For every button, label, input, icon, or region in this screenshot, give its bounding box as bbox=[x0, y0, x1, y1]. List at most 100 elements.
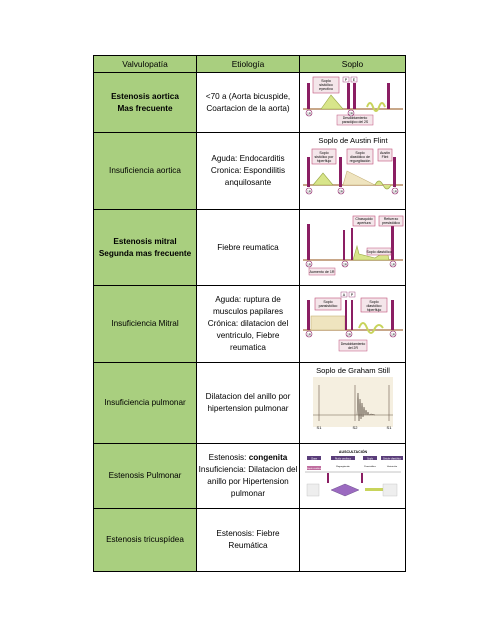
soplo-label: Soplo diastólico bbox=[366, 250, 391, 254]
row-etiology: Dilatacion del anillo por hipertension p… bbox=[196, 362, 300, 444]
tick-label: S1 bbox=[316, 425, 322, 430]
etiology-line: Reumática bbox=[228, 541, 268, 550]
etiology-line: Insuficiencia: Dilatacion del bbox=[198, 465, 298, 474]
box-text: Soplo bbox=[321, 79, 331, 83]
insuficiencia-aortica-murmur-diagram: Soplo de Austin Flint Soplo sistólico po… bbox=[302, 136, 403, 195]
etiology-line: Cronica: Espondilitis bbox=[210, 166, 286, 175]
table-row: Insuficiencia aortica Aguda: Endocarditi… bbox=[93, 132, 406, 210]
table-row: Estenosis aortica Mas frecuente <70 a (A… bbox=[93, 72, 406, 133]
sub-label: Soplo sistólico bbox=[307, 467, 322, 470]
box-text: pansistólico bbox=[318, 304, 337, 308]
click-label: A bbox=[342, 293, 345, 297]
diagram-header: AUSCULTACIÓN bbox=[338, 449, 367, 454]
insuficiencia-mitral-murmur-diagram: Soplo pansistólico Soplo diastólico hipe… bbox=[302, 291, 403, 352]
row-etiology: <70 a (Aorta bicuspide, Coartacion de la… bbox=[196, 72, 300, 133]
box-text: diastólico bbox=[366, 304, 381, 308]
soplo-cell-empty bbox=[299, 508, 406, 572]
marker-text: 2R bbox=[347, 333, 352, 337]
etiology-line: Coartacion de la aorta) bbox=[206, 103, 290, 113]
row-name: Insuficiencia pulmonar bbox=[93, 362, 197, 444]
etiology-line: pulmonar bbox=[230, 489, 266, 498]
row-etiology: Fiebre reumatica bbox=[196, 209, 300, 286]
box-text: Soplo bbox=[319, 151, 328, 155]
insuficiencia-pulmonar-murmur-diagram: Soplo de Graham Still S1 S2 S1 bbox=[312, 366, 393, 430]
marker-text: 2R bbox=[339, 190, 344, 194]
row-name-line: Estenosis tricuspídea bbox=[106, 535, 184, 544]
box-text: Austin bbox=[380, 151, 390, 155]
marker-text: 1R bbox=[307, 333, 312, 337]
table-row: Insuficiencia pulmonar Dilatacion del an… bbox=[93, 362, 406, 444]
diagram-title: Soplo de Graham Still bbox=[316, 366, 390, 375]
note-text: del 2R bbox=[348, 346, 358, 350]
row-name-line: Segunda mas frecuente bbox=[98, 248, 192, 258]
header-valvulopatia: Valvulopatía bbox=[93, 55, 197, 73]
marker-text: 2R bbox=[349, 112, 354, 116]
tick-label: S2 bbox=[352, 425, 358, 430]
header-soplo: Soplo bbox=[299, 55, 406, 73]
note-text: paradójico del 2S bbox=[341, 120, 368, 124]
box-text: sistólico bbox=[319, 83, 333, 87]
etiology-line: Dilatacion del anillo por bbox=[205, 392, 291, 401]
etiology-line: musculos papilares bbox=[212, 307, 284, 316]
row-name-line: Estenosis aortica bbox=[111, 91, 179, 101]
row-name-line: Estenosis Pulmonar bbox=[108, 471, 182, 480]
row-name-line: Estenosis mitral bbox=[113, 236, 177, 246]
col-label: Soplo bbox=[366, 457, 373, 460]
etiology-prefix: Estenosis: bbox=[208, 453, 249, 462]
row-name: Estenosis mitral Segunda mas frecuente bbox=[93, 209, 197, 286]
soplo-cell: AUSCULTACIÓN Clase Ruido cardíaco Soplo … bbox=[299, 443, 406, 509]
soplo-cell: Soplo de Graham Still S1 S2 S1 bbox=[299, 362, 406, 444]
box-text: hiperflujo bbox=[366, 308, 381, 312]
etiology-line: anquilosante bbox=[224, 178, 272, 187]
row-name-line: Mas frecuente bbox=[117, 103, 173, 113]
row-name: Estenosis Pulmonar bbox=[93, 443, 197, 509]
row-etiology: Aguda: ruptura de musculos papilares Cró… bbox=[196, 285, 300, 363]
box-text: Soplo bbox=[323, 300, 332, 304]
header-etiologia: Etiología bbox=[196, 55, 300, 73]
table-row: Estenosis tricuspídea Estenosis: Fiebre … bbox=[93, 508, 406, 572]
table-row: Estenosis Pulmonar Estenosis: congenita … bbox=[93, 443, 406, 509]
click-label: E bbox=[352, 78, 355, 82]
table-row: Insuficiencia Mitral Aguda: ruptura de m… bbox=[93, 285, 406, 363]
marker-text: 1R bbox=[307, 112, 312, 116]
row-name-line: Insuficiencia pulmonar bbox=[104, 398, 186, 407]
etiology-line: Aguda: Endocarditis bbox=[211, 154, 285, 163]
note-text: Desdoblamiento bbox=[342, 116, 367, 120]
etiology-line: anillo por Hipertension bbox=[207, 477, 289, 486]
etiology-line: Aguda: ruptura de bbox=[215, 295, 281, 304]
soplo-cell: Chasquido apertura Refuerzo presistólico… bbox=[299, 209, 406, 286]
box-text: diastólico de bbox=[350, 155, 370, 159]
col-label: Sístole diastólico bbox=[383, 457, 402, 460]
header-row: Valvulopatía Etiología Soplo bbox=[93, 55, 406, 73]
soplo-cell: Soplo de Austin Flint Soplo sistólico po… bbox=[299, 132, 406, 210]
row-name: Estenosis tricuspídea bbox=[93, 508, 197, 572]
marker-text: 1R bbox=[393, 190, 398, 194]
box-text: regurgitación bbox=[349, 159, 370, 163]
row-etiology: Aguda: Endocarditis Cronica: Espondiliti… bbox=[196, 132, 300, 210]
etiology-bold: congenita bbox=[248, 453, 288, 462]
click-label: P bbox=[344, 78, 347, 82]
col-label: Ruido cardíaco bbox=[334, 457, 351, 460]
table-row: Estenosis mitral Segunda mas frecuente F… bbox=[93, 209, 406, 286]
box-text: sistólico por bbox=[314, 155, 334, 159]
sub-label: Ventricular bbox=[386, 465, 397, 468]
row-name: Estenosis aortica Mas frecuente bbox=[93, 72, 197, 133]
row-etiology: Estenosis: congenita Insuficiencia: Dila… bbox=[196, 443, 300, 509]
row-name-line: Insuficiencia Mitral bbox=[111, 319, 179, 328]
box-text: hiperflujo bbox=[316, 159, 331, 163]
note-text: Aumento de 1R bbox=[309, 270, 334, 274]
soplo-cell: Soplo pansistólico Soplo diastólico hipe… bbox=[299, 285, 406, 363]
etiology-line: Crónica: dilatacion del bbox=[207, 319, 289, 328]
etiology-line: Estenosis: congenita bbox=[197, 452, 299, 464]
marker-text: 2R bbox=[343, 263, 348, 267]
estenosis-pulmonar-murmur-diagram: AUSCULTACIÓN Clase Ruido cardíaco Soplo … bbox=[304, 449, 403, 497]
etiology-line: Fiebre reumatica bbox=[217, 242, 279, 252]
sub-label: Pansistólico bbox=[364, 465, 376, 468]
col-label: Clase bbox=[310, 457, 317, 460]
box-text: Soplo bbox=[355, 151, 364, 155]
box-text: Refuerzo bbox=[383, 217, 398, 221]
note-text: Desdoblamiento bbox=[340, 342, 365, 346]
row-name-line: Insuficiencia aortica bbox=[109, 166, 181, 175]
marker-text: 1R bbox=[307, 263, 312, 267]
box-text: Soplo bbox=[369, 300, 378, 304]
